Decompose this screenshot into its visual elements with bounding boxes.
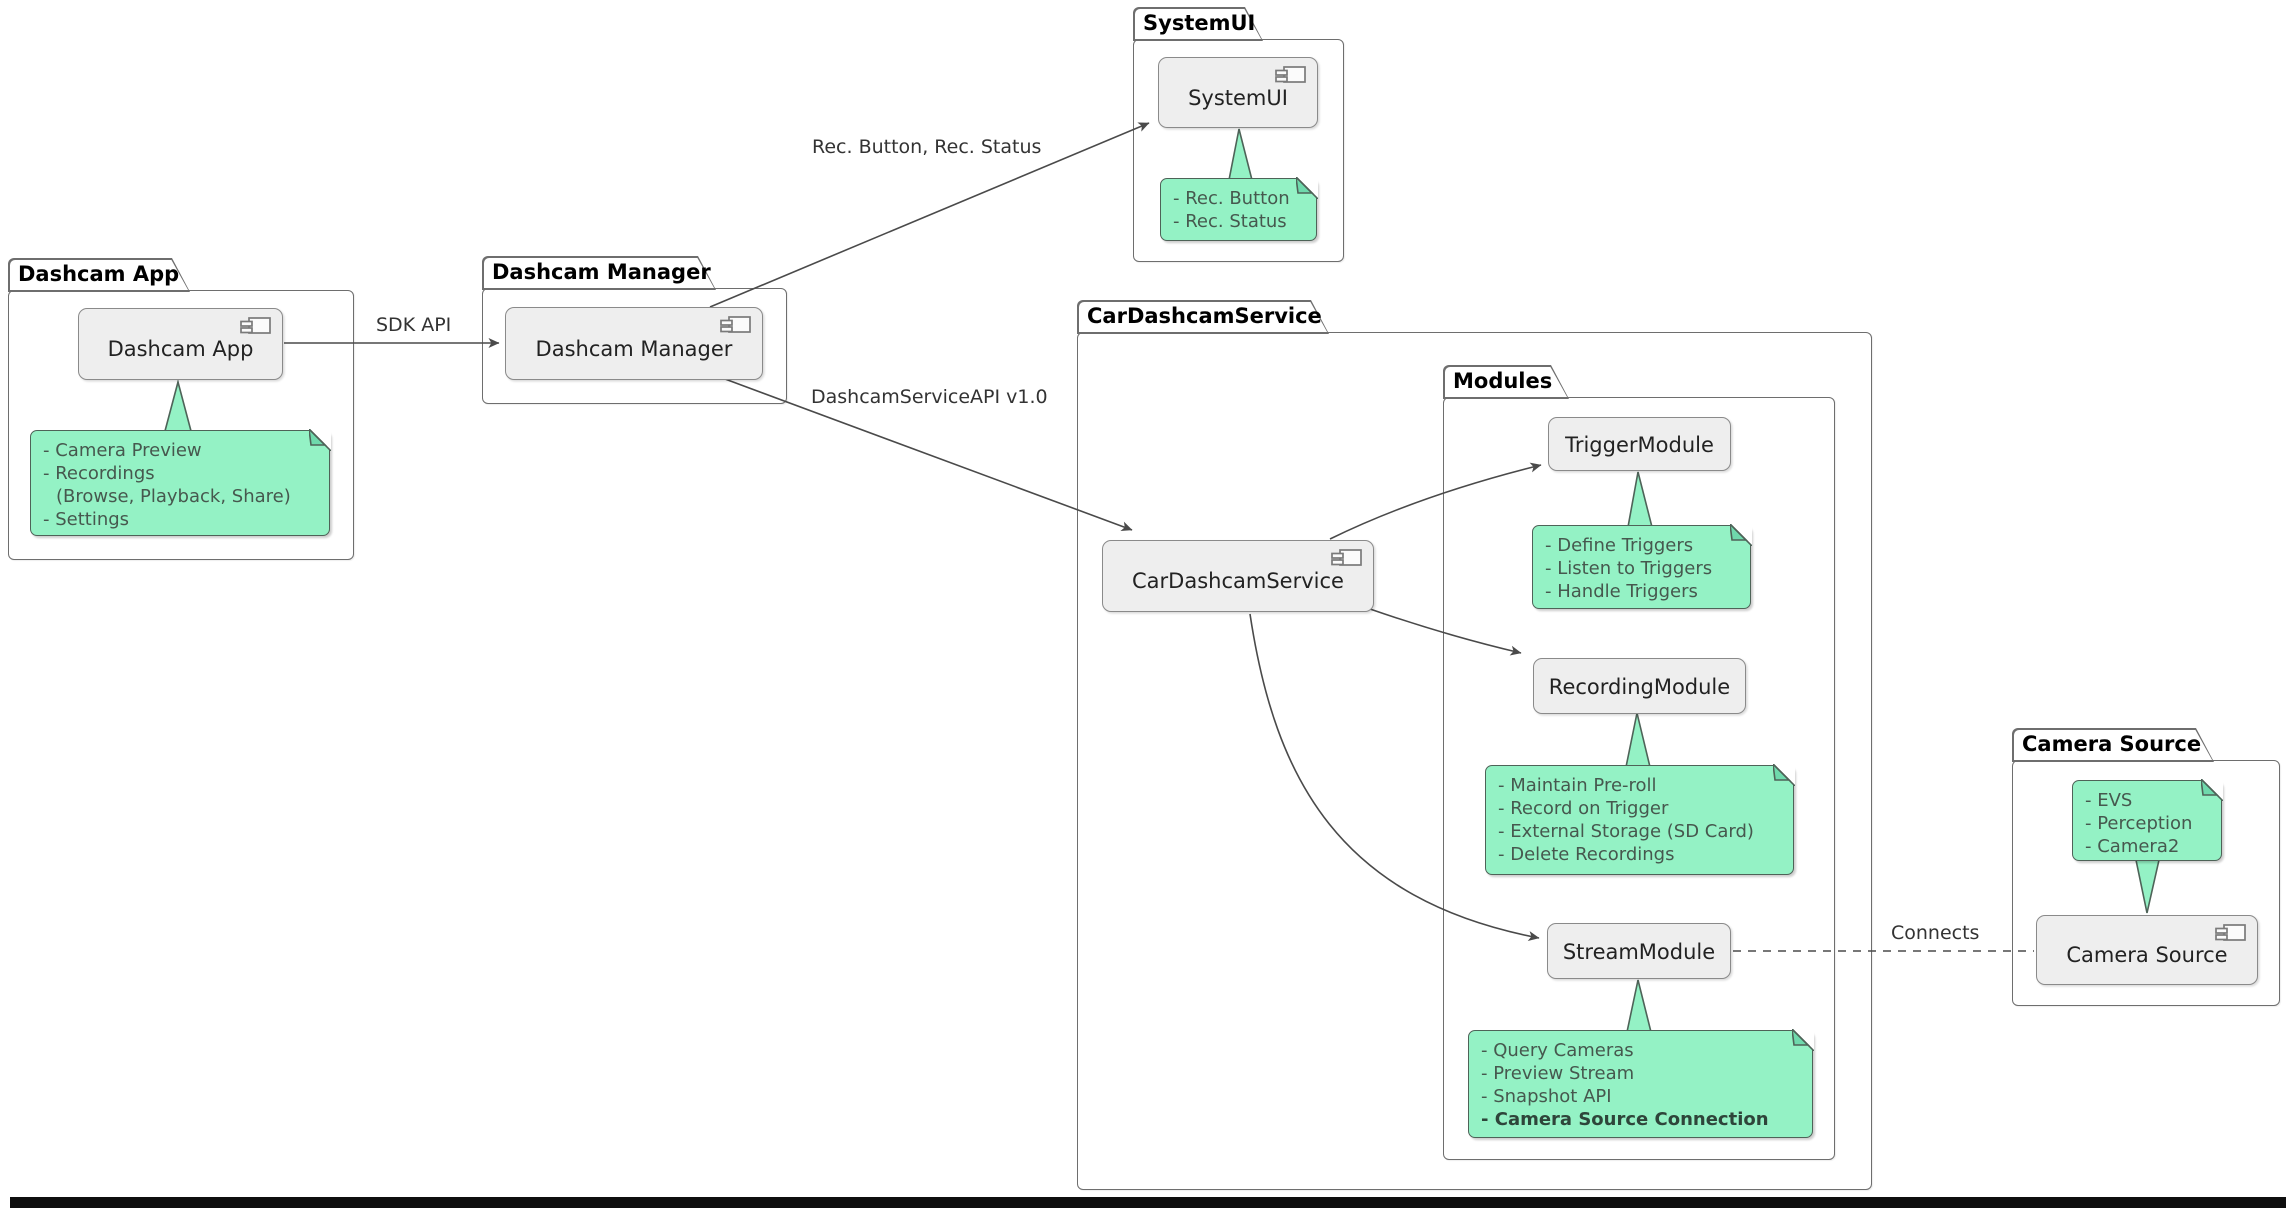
component-label: CarDashcamService: [1132, 569, 1344, 593]
component-icon: [240, 317, 271, 334]
package-title: CarDashcamService: [1087, 304, 1322, 328]
component-car-dashcam-service: CarDashcamService: [1102, 540, 1374, 612]
note-line: - External Storage (SD Card): [1498, 821, 1754, 842]
component-recording-module: RecordingModule: [1533, 658, 1746, 714]
component-icon: [1275, 66, 1306, 83]
package-tab: Dashcam Manager: [482, 256, 716, 290]
note-fold-icon: [1791, 1029, 1814, 1052]
note-recording-module: - Maintain Pre-roll - Record on Trigger …: [1485, 764, 1795, 875]
package-title: Dashcam App: [18, 262, 180, 286]
component-icon: [720, 316, 751, 333]
note-stream-module: - Query Cameras - Preview Stream - Snaps…: [1468, 1029, 1814, 1138]
note-line: - Settings: [43, 509, 130, 530]
component-dashcam-app: Dashcam App: [78, 308, 283, 380]
note-dashcam-app: - Camera Preview - Recordings (Browse, P…: [30, 429, 331, 536]
note-systemui: - Rec. Button - Rec. Status: [1160, 177, 1318, 241]
component-label: RecordingModule: [1548, 675, 1731, 699]
edge-label-dashcam-service-api: DashcamServiceAPI v1.0: [811, 386, 1048, 408]
note-fold-icon: [1729, 524, 1752, 547]
note-line: - Snapshot API: [1481, 1086, 1612, 1107]
package-tab: SystemUI: [1133, 7, 1263, 41]
note-line: - Maintain Pre-roll: [1498, 775, 1657, 796]
note-line: - Rec. Button: [1173, 188, 1290, 209]
note-fold-icon: [2200, 779, 2223, 802]
note-line: - Camera Source Connection: [1481, 1109, 1769, 1130]
component-label: SystemUI: [1188, 85, 1288, 110]
component-trigger-module: TriggerModule: [1548, 417, 1731, 471]
component-camera-source: Camera Source: [2036, 915, 2258, 985]
package-tab: Dashcam App: [8, 258, 190, 292]
component-label: Dashcam App: [107, 337, 254, 361]
note-line: (Browse, Playback, Share): [56, 486, 291, 507]
note-line: - Preview Stream: [1481, 1063, 1635, 1084]
package-title: SystemUI: [1143, 11, 1256, 35]
note-fold-icon: [1772, 764, 1795, 787]
bottom-edge-bar: [10, 1197, 2286, 1208]
component-label: StreamModule: [1562, 940, 1716, 964]
package-title: Camera Source: [2022, 732, 2202, 756]
component-systemui: SystemUI: [1158, 57, 1318, 128]
component-dashcam-manager: Dashcam Manager: [505, 307, 763, 380]
component-icon: [1331, 549, 1362, 566]
note-line: - Listen to Triggers: [1545, 558, 1713, 579]
edge-label-connects: Connects: [1891, 922, 1980, 944]
component-icon: [2215, 924, 2246, 941]
note-line: - Camera Preview: [43, 440, 202, 461]
note-line: - Camera2: [2085, 836, 2180, 857]
edge-label-sdk-api: SDK API: [376, 314, 452, 336]
note-trigger-module: - Define Triggers - Listen to Triggers -…: [1532, 524, 1752, 609]
package-tab: Modules: [1443, 365, 1569, 399]
package-tab: CarDashcamService: [1077, 300, 1329, 334]
note-line: - Delete Recordings: [1498, 844, 1675, 865]
note-line: - Recordings: [43, 463, 155, 484]
package-tab: Camera Source: [2012, 728, 2214, 762]
component-label: Camera Source: [2066, 943, 2228, 967]
component-stream-module: StreamModule: [1547, 923, 1731, 979]
edge-label-rec-button-status: Rec. Button, Rec. Status: [812, 136, 1042, 158]
package-title: Modules: [1453, 369, 1553, 393]
note-line: - Record on Trigger: [1498, 798, 1669, 819]
note-line: - Query Cameras: [1481, 1040, 1634, 1061]
note-line: - Handle Triggers: [1545, 581, 1698, 602]
note-camera-source: - EVS - Perception - Camera2: [2072, 779, 2223, 861]
note-line: - Rec. Status: [1173, 211, 1287, 232]
component-label: TriggerModule: [1565, 433, 1714, 457]
note-line: - EVS: [2085, 790, 2133, 811]
component-label: Dashcam Manager: [535, 336, 733, 361]
note-line: - Perception: [2085, 813, 2193, 834]
note-fold-icon: [1295, 177, 1318, 200]
note-fold-icon: [308, 429, 331, 452]
package-title: Dashcam Manager: [492, 260, 711, 284]
note-line: - Define Triggers: [1545, 535, 1694, 556]
